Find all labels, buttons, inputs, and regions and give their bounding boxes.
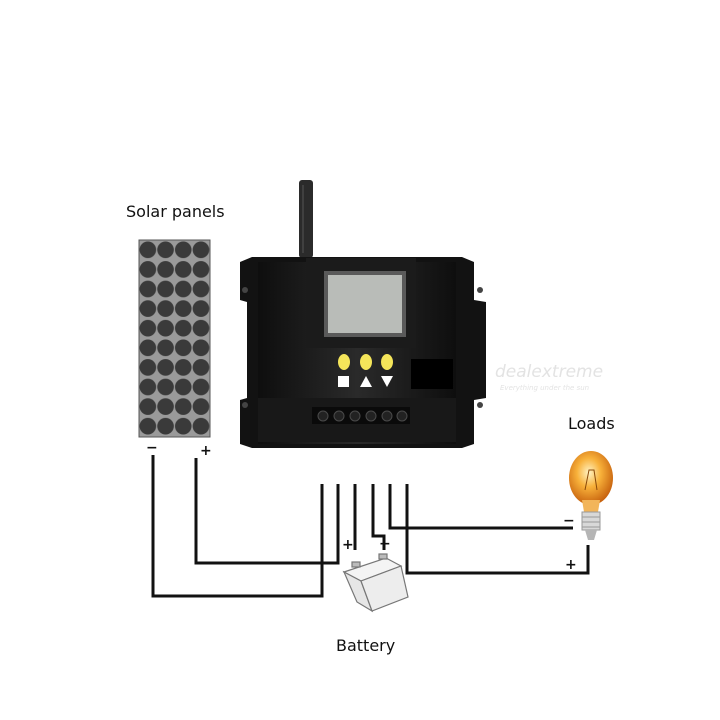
solar-positive-sign: + (200, 443, 212, 459)
wire-solar-positive (194, 458, 340, 565)
light-bulb (569, 451, 613, 540)
wire-solar-negative (151, 455, 324, 598)
charge-controller (240, 257, 486, 448)
watermark-tagline: Everything under the sun (500, 384, 590, 392)
battery-status-icon (360, 376, 372, 387)
wiring (151, 455, 590, 598)
battery-negative-sign: − (379, 536, 391, 552)
button-left (338, 354, 350, 370)
wire-battery-negative (371, 484, 386, 550)
load-status-icon (381, 376, 393, 387)
wire-load-negative (388, 484, 573, 530)
solar-panel (138, 239, 211, 438)
battery-positive-sign: + (342, 537, 354, 553)
load-negative-sign: − (563, 513, 575, 529)
watermark-brand: dealextreme (495, 362, 604, 382)
lcd-screen (328, 275, 402, 333)
load-positive-sign: + (565, 557, 577, 573)
solar-negative-sign: − (146, 440, 158, 456)
wire-load-positive (405, 484, 590, 575)
logo-blackout (411, 359, 453, 389)
loads-label: Loads (568, 414, 615, 433)
solar-status-icon (338, 376, 349, 387)
battery-label: Battery (336, 636, 396, 655)
temperature-sensor-antenna (299, 180, 313, 258)
battery (342, 553, 409, 613)
button-middle (360, 354, 372, 370)
solar-panels-label: Solar panels (126, 202, 225, 221)
button-right (381, 354, 393, 370)
